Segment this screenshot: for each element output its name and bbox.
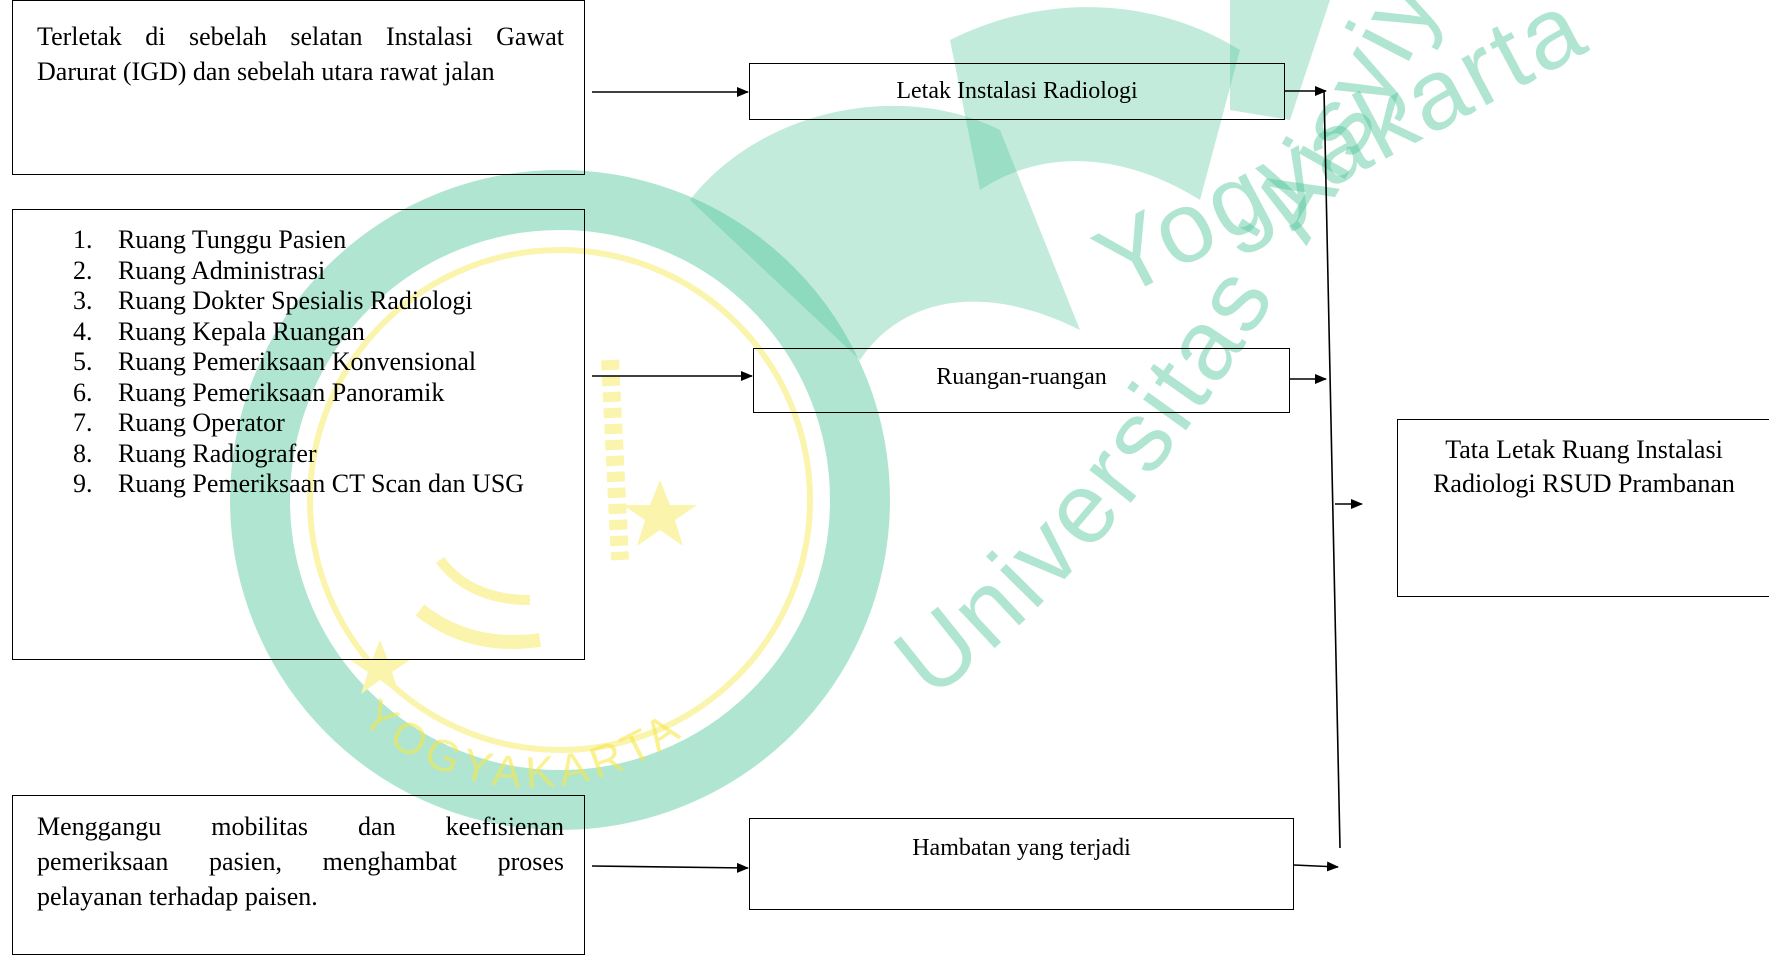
list-item-text: Ruang Kepala Ruangan xyxy=(118,316,365,346)
ruangan-list-item: 5. Ruang Pemeriksaan Konvensional xyxy=(13,347,564,378)
ruangan-list-item: 3. Ruang Dokter Spesialis Radiologi xyxy=(13,286,564,317)
watermark-swoosh-icon xyxy=(690,105,1080,361)
ruangan-list-item: 8. Ruang Radiografer xyxy=(13,439,564,470)
list-item-text: Ruang Pemeriksaan CT Scan dan USG xyxy=(118,469,525,498)
letak-instalasi-box: Letak Instalasi Radiologi xyxy=(749,63,1285,120)
ruangan-list-item: 9. Ruang Pemeriksaan CT Scan dan USG xyxy=(13,469,564,500)
ruangan-ruangan-label: Ruangan-ruangan xyxy=(936,364,1107,390)
watermark-swoosh-icon xyxy=(1230,0,1330,120)
list-item-number: 3. xyxy=(73,286,93,315)
ruangan-list-item: 6. Ruang Pemeriksaan Panoramik xyxy=(13,378,564,409)
list-item-text: Ruang Dokter Spesialis Radiologi xyxy=(118,286,473,315)
list-item-number: 1. xyxy=(73,225,93,254)
ruangan-list-box: 1. Ruang Tunggu Pasien 2. Ruang Administras… xyxy=(12,209,585,660)
arrow-hambatan-out xyxy=(1293,861,1339,872)
ruangan-ruangan-box: Ruangan-ruangan xyxy=(753,348,1290,413)
letak-instalasi-label: Letak Instalasi Radiologi xyxy=(896,78,1138,104)
list-item-text: Ruang Radiografer xyxy=(118,438,317,468)
list-item-text: Ruang Tunggu Pasien xyxy=(118,225,347,254)
connector-vertical-bus xyxy=(1323,89,1341,849)
ruangan-list-item: 4. Ruang Kepala Ruangan xyxy=(13,317,564,348)
ruangan-list: 1. Ruang Tunggu Pasien 2. Ruang Administras… xyxy=(13,225,564,500)
list-item-number: 7. xyxy=(73,408,93,437)
watermark-seal-icon xyxy=(230,170,890,830)
ruangan-list-item: 1. Ruang Tunggu Pasien xyxy=(13,225,564,256)
hambatan-description-box: Menggangu mobilitas dan keefisienan peme… xyxy=(12,795,585,955)
tata-letak-label: Tata Letak Ruang Instalasi Radiologi RSU… xyxy=(1433,435,1735,498)
list-item-number: 6. xyxy=(73,377,93,407)
ruangan-list-item: 7. Ruang Operator xyxy=(13,408,564,439)
list-item-text: Ruang Pemeriksaan Panoramik xyxy=(118,377,445,407)
list-item-text: Ruang Pemeriksaan Konvensional xyxy=(118,347,477,376)
tata-letak-box: Tata Letak Ruang Instalasi Radiologi RSU… xyxy=(1397,419,1769,597)
list-item-text: Ruang Administrasi xyxy=(118,255,326,285)
hambatan-description-text: Menggangu mobilitas dan keefisienan peme… xyxy=(37,812,564,911)
list-item-number: 4. xyxy=(73,316,93,346)
lokasi-description-text: Terletak di sebelah selatan Instalasi Ga… xyxy=(37,22,564,86)
watermark-swoosh-icon xyxy=(950,7,1240,201)
list-item-number: 8. xyxy=(73,438,93,468)
hambatan-box: Hambatan yang terjadi xyxy=(749,818,1294,910)
list-item-number: 2. xyxy=(73,255,93,285)
arrow-hambatan-desc-to-hambatan xyxy=(591,862,749,873)
lokasi-description-box: Terletak di sebelah selatan Instalasi Ga… xyxy=(12,0,585,175)
list-item-text: Ruang Operator xyxy=(118,408,285,437)
list-item-number: 5. xyxy=(73,347,93,376)
ruangan-list-item: 2. Ruang Administrasi xyxy=(13,256,564,287)
list-item-number: 9. xyxy=(73,469,93,498)
hambatan-label: Hambatan yang terjadi xyxy=(912,835,1131,861)
